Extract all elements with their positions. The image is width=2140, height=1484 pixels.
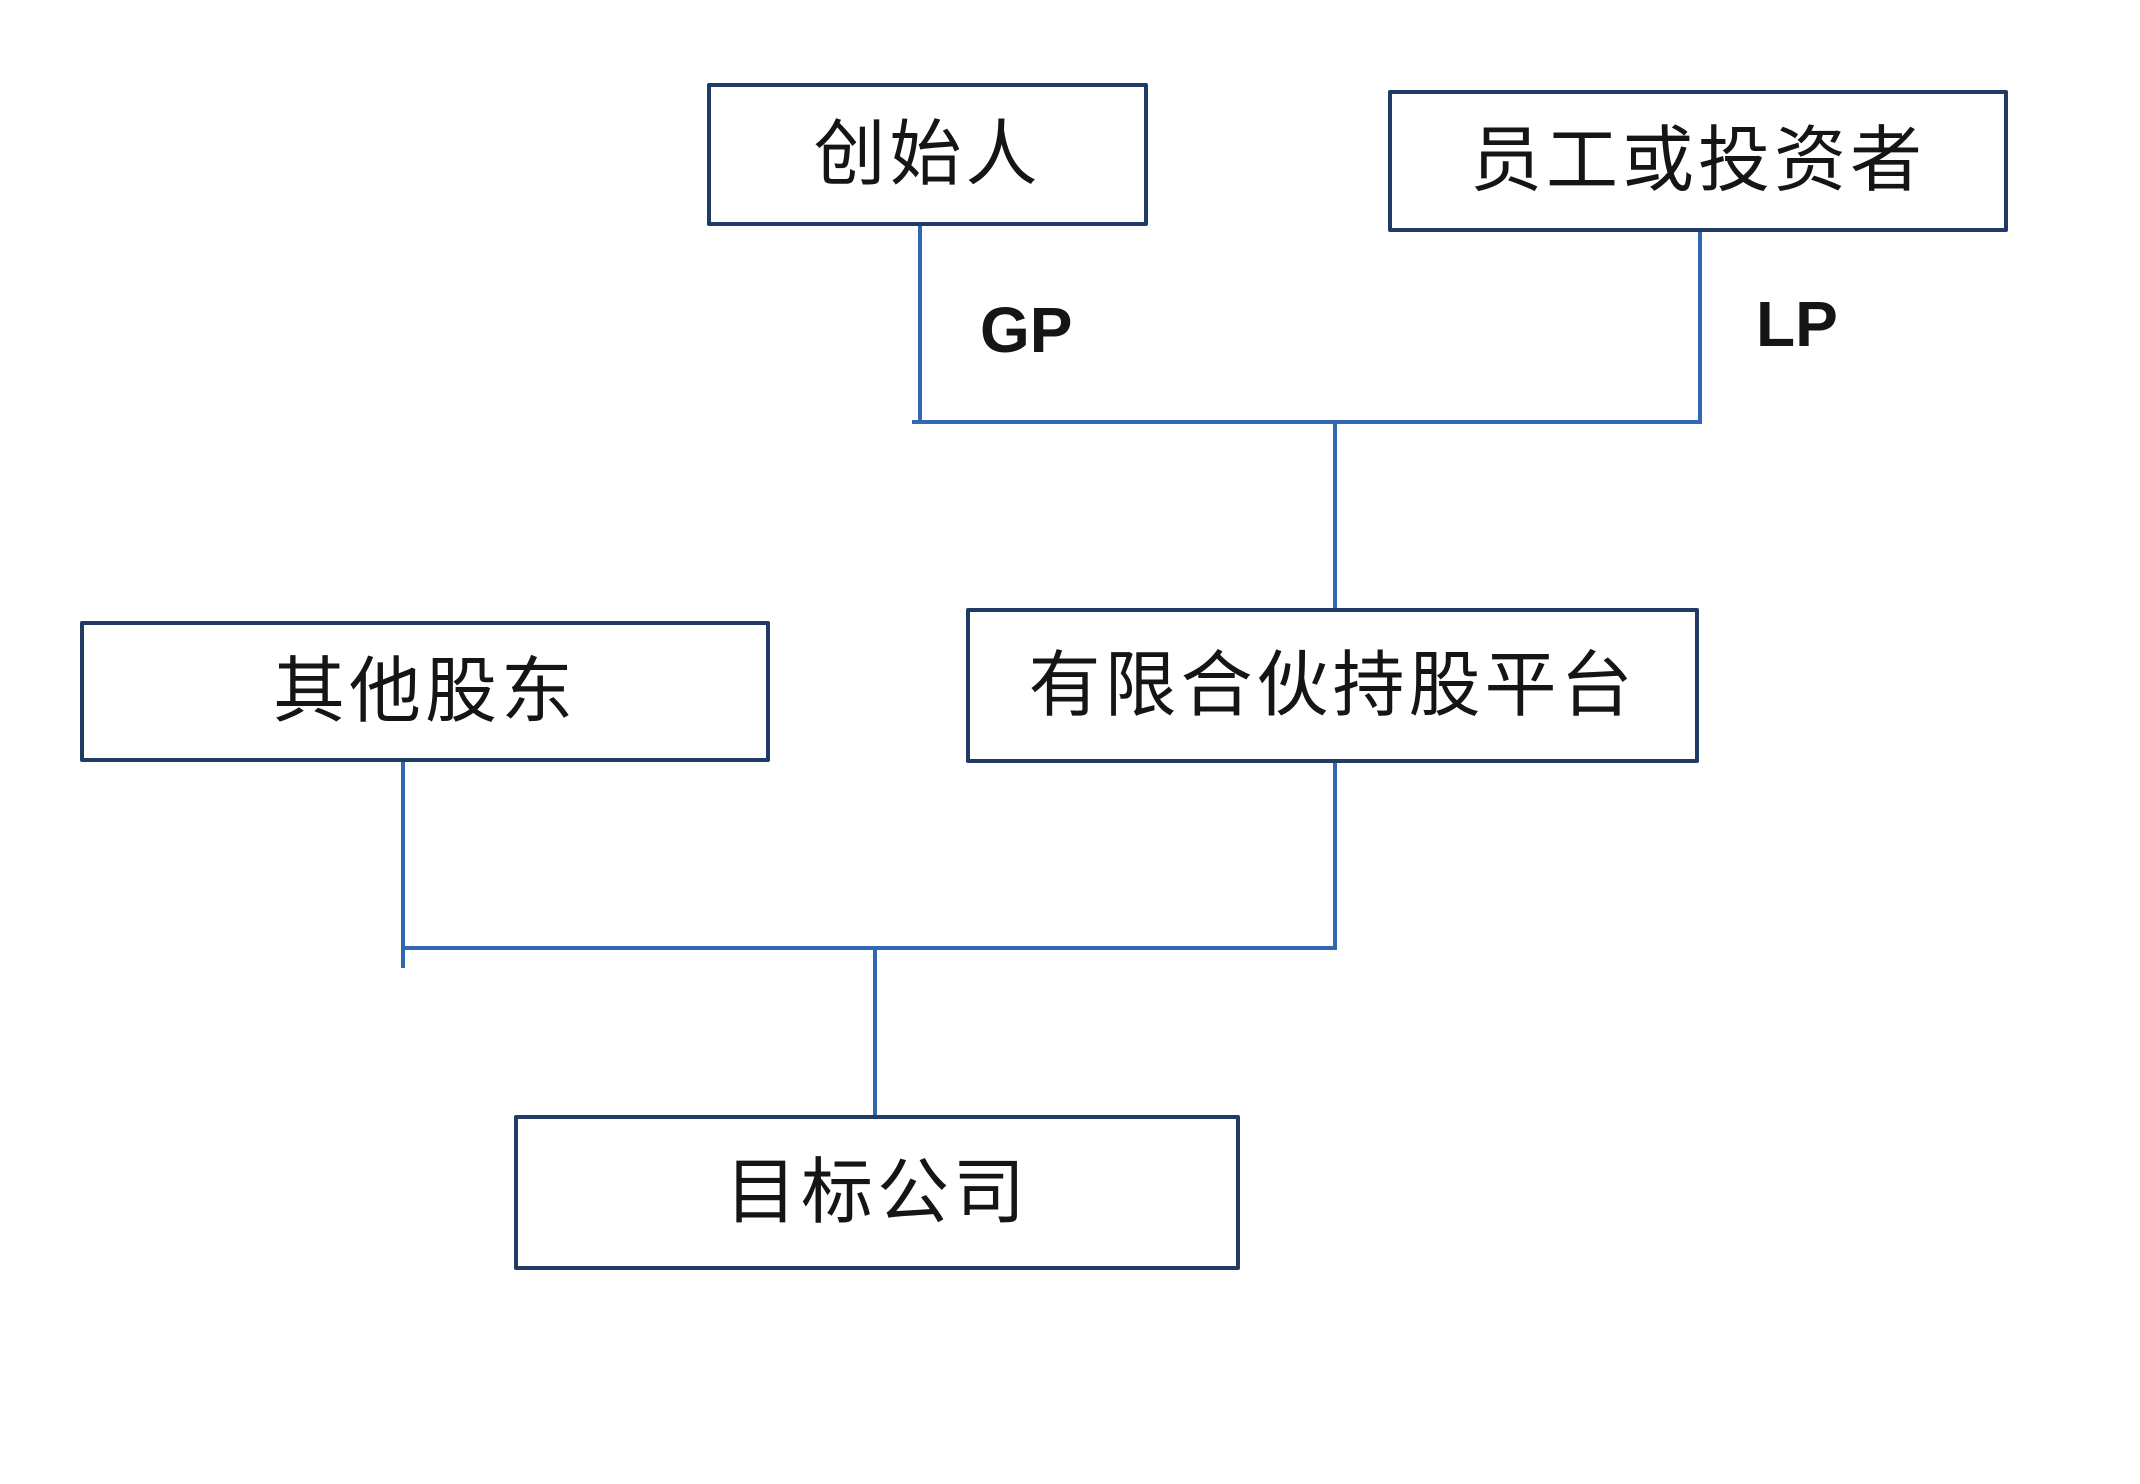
node-other-shareholders-label: 其他股东 — [272, 651, 577, 732]
connector-founder-gp-line — [918, 224, 922, 424]
connector-to-platform-line — [1333, 420, 1337, 610]
node-founder: 创始人 — [707, 83, 1148, 226]
edge-label-gp: GP — [980, 294, 1073, 366]
edge-label-lp: LP — [1756, 288, 1838, 360]
connector-employees-lp-line — [1698, 230, 1702, 424]
node-other-shareholders: 其他股东 — [80, 621, 770, 762]
node-employees-or-investors-label: 员工或投资者 — [1469, 121, 1926, 201]
connector-to-target-line — [873, 946, 877, 1117]
connector-platform-down-line — [1333, 761, 1337, 950]
node-target-company: 目标公司 — [514, 1115, 1240, 1270]
node-partnership-platform-label: 有限合伙持股平台 — [1028, 645, 1637, 726]
connector-top-horizontal-line — [912, 420, 1702, 424]
connector-bottom-horizontal-line — [401, 946, 1337, 950]
node-founder-label: 创始人 — [813, 114, 1042, 195]
node-partnership-platform: 有限合伙持股平台 — [966, 608, 1699, 763]
node-target-company-label: 目标公司 — [724, 1152, 1029, 1233]
connector-other-shareholders-down-line — [401, 760, 405, 968]
node-employees-or-investors: 员工或投资者 — [1388, 90, 2008, 232]
